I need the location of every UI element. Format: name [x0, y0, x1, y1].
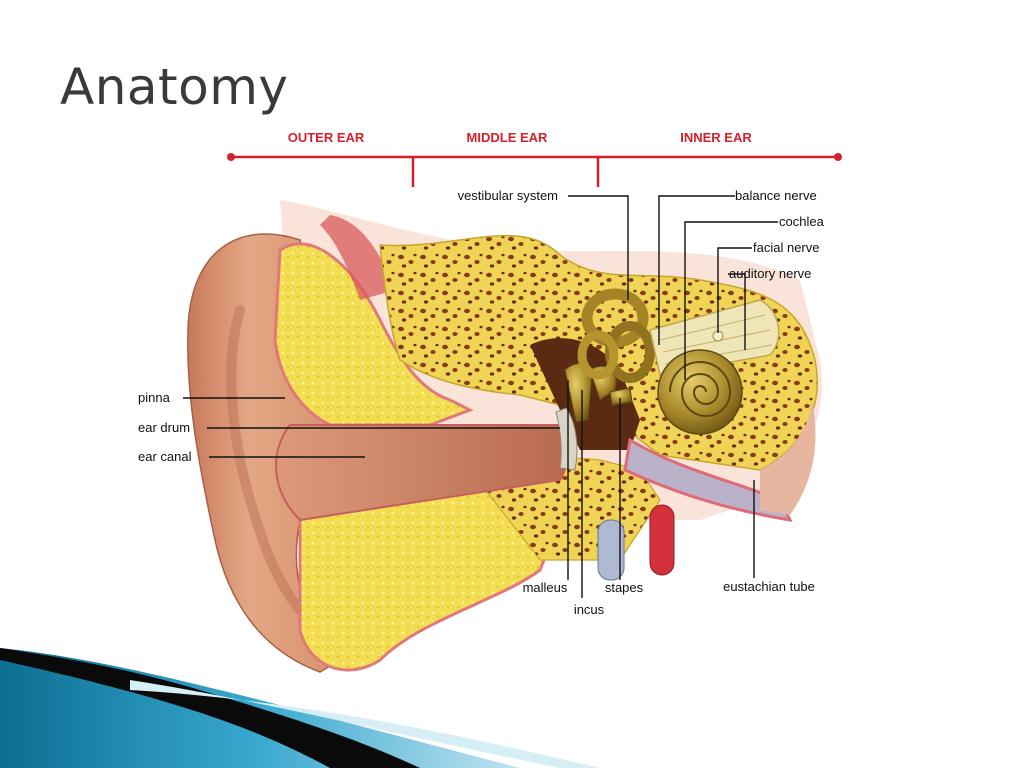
- cochlea-shape: [657, 349, 743, 435]
- label-incus: incus: [574, 602, 605, 617]
- label-balance-nerve: balance nerve: [735, 188, 817, 203]
- vestibular-shape: [577, 288, 655, 383]
- label-vestibular-system: vestibular system: [458, 188, 558, 203]
- label-pinna: pinna: [138, 390, 171, 405]
- skull-muscle: [320, 215, 395, 300]
- vein-vessel: [597, 519, 625, 581]
- label-eustachian-tube: eustachian tube: [723, 579, 815, 594]
- region-label-outer-ear: OUTER EAR: [288, 130, 365, 145]
- region-divider: [227, 153, 842, 187]
- label-ear-canal: ear canal: [138, 449, 192, 464]
- label-facial-nerve: facial nerve: [753, 240, 819, 255]
- label-ear-drum: ear drum: [138, 420, 190, 435]
- label-stapes: stapes: [605, 580, 644, 595]
- leader-lines: [183, 195, 778, 598]
- label-malleus: malleus: [523, 580, 568, 595]
- eustachian-tube-shape: [623, 437, 793, 522]
- label-cochlea: cochlea: [779, 214, 825, 229]
- region-label-inner-ear: INNER EAR: [680, 130, 752, 145]
- slide-title: Anatomy: [60, 58, 289, 116]
- corner-swoosh: [0, 648, 600, 768]
- artery-vessel: [649, 504, 675, 576]
- pinna-fold: [226, 305, 305, 615]
- label-auditory-nerve: auditory nerve: [729, 266, 811, 281]
- jaw-skin: [760, 400, 816, 515]
- upper-cartilage: [273, 242, 474, 427]
- region-label-middle-ear: MIDDLE EAR: [467, 130, 549, 145]
